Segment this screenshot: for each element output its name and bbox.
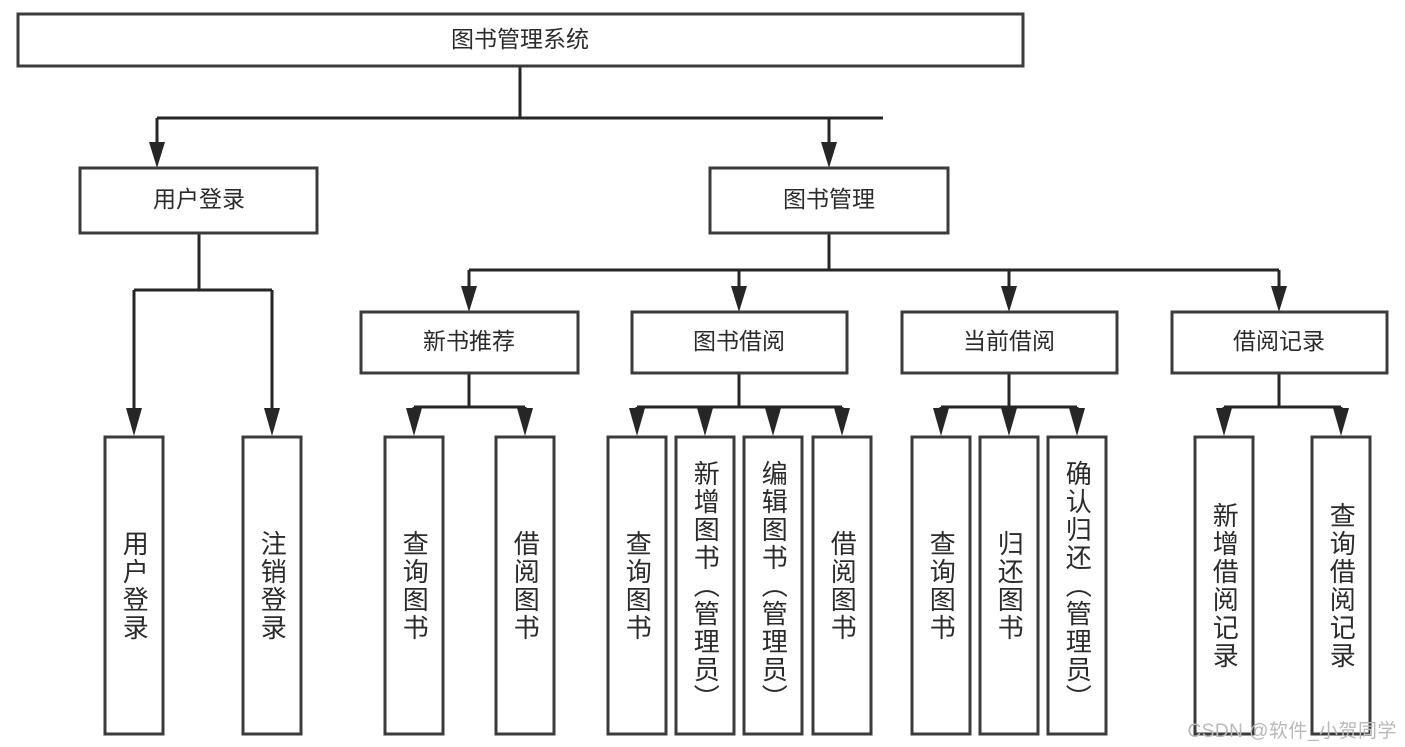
leaf-box-query-book-2[interactable]	[606, 435, 668, 736]
node-root[interactable]	[16, 12, 1025, 68]
leaf-box-user-login[interactable]	[103, 435, 165, 736]
leaf-box-confirm-return-admin[interactable]	[1046, 435, 1108, 736]
node-book-borrow-label: 图书借阅	[693, 328, 785, 354]
leaf-box-borrow-book-1[interactable]	[494, 435, 556, 736]
node-new-book-recommend-label: 新书推荐	[423, 328, 515, 354]
edge-new-book-to-leaves	[406, 373, 533, 436]
node-current-borrow[interactable]	[900, 310, 1119, 375]
leaf-box-add-book-admin[interactable]	[674, 435, 736, 736]
leaf-box-add-borrow-record[interactable]	[1193, 435, 1255, 736]
edge-book-mgmt-to-level3	[461, 233, 1287, 312]
edge-borrow-record-to-leaves	[1216, 373, 1349, 436]
edge-current-borrow-to-leaves	[933, 373, 1085, 436]
node-root-label: 图书管理系统	[451, 26, 589, 52]
leaf-box-logout-login[interactable]	[241, 435, 303, 736]
leaf-box-query-borrow-record[interactable]	[1310, 435, 1372, 736]
leaf-box-query-book-1[interactable]	[383, 435, 445, 736]
edge-book-borrow-to-leaves	[629, 373, 850, 436]
edge-user-login-to-leaves	[126, 233, 280, 436]
leaf-box-query-book-3[interactable]	[910, 435, 972, 736]
node-book-management-label: 图书管理	[783, 186, 875, 212]
leaf-box-return-book[interactable]	[978, 435, 1040, 736]
node-user-login-label: 用户登录	[153, 186, 245, 212]
edge-root-to-level2	[149, 66, 883, 168]
leaf-box-borrow-book-2[interactable]	[811, 435, 873, 736]
node-user-login[interactable]	[78, 166, 319, 235]
node-current-borrow-label: 当前借阅	[963, 328, 1055, 354]
node-book-management[interactable]	[708, 166, 950, 235]
leaf-box-edit-book-admin[interactable]	[742, 435, 804, 736]
node-borrow-record[interactable]	[1170, 310, 1389, 375]
node-borrow-record-label: 借阅记录	[1233, 328, 1325, 354]
node-book-borrow[interactable]	[630, 310, 849, 375]
node-new-book-recommend[interactable]	[359, 310, 580, 375]
csdn-watermark: CSDN @软件_小贺同学	[1187, 721, 1397, 742]
